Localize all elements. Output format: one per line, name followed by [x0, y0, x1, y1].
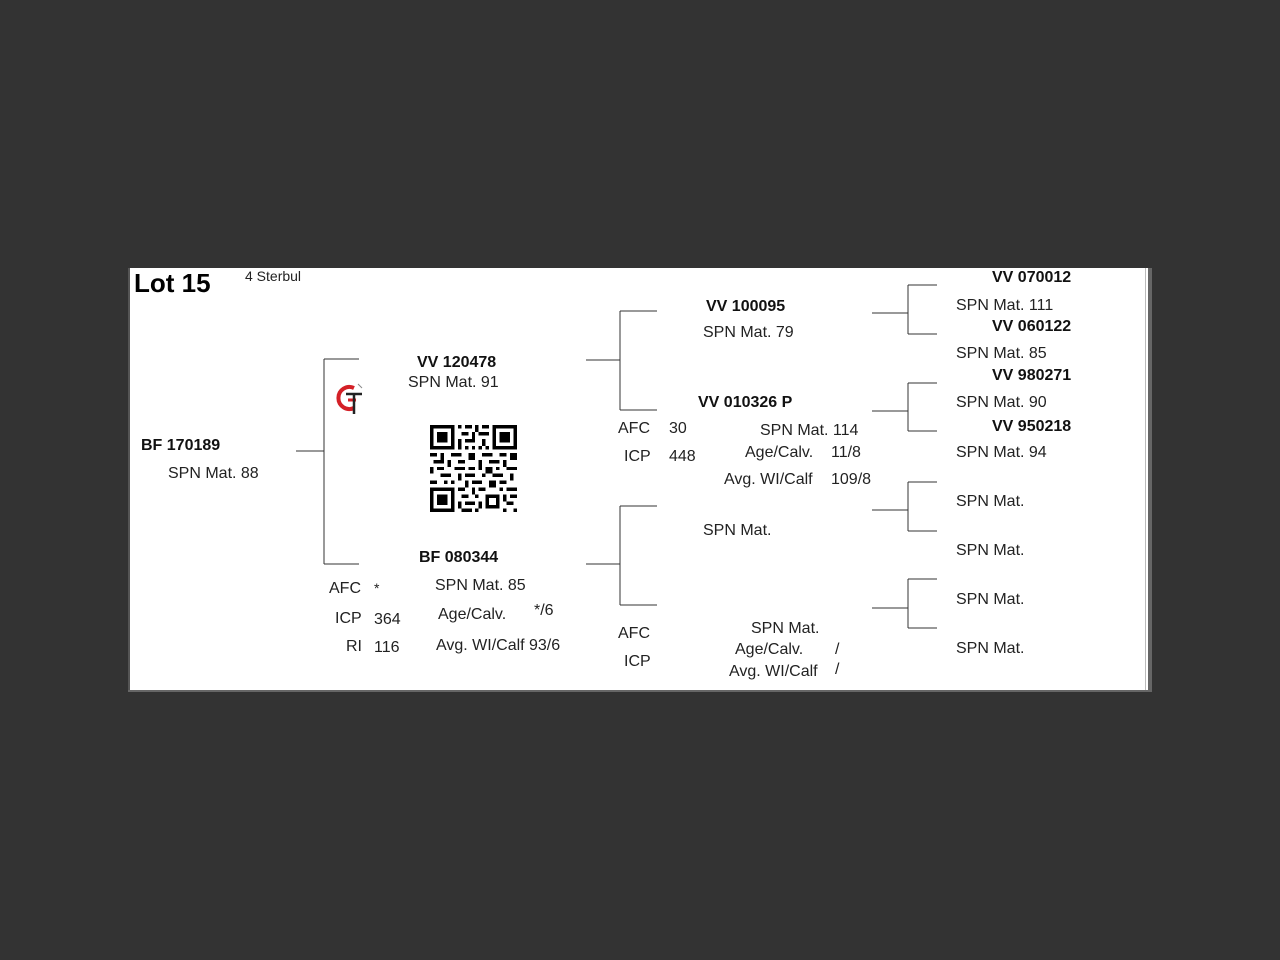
- dam-sire-spn: SPN Mat.: [703, 522, 772, 539]
- gen3-5-spn: SPN Mat.: [956, 493, 1025, 510]
- subject-id: BF 170189: [141, 437, 221, 454]
- gen3-4-spn: SPN Mat. 94: [956, 444, 1047, 461]
- gen3-2-id: VV 060122: [992, 318, 1072, 335]
- dam-ri-value: 116: [374, 639, 400, 656]
- dam-afc-label: AFC: [329, 580, 361, 597]
- dam-spn: SPN Mat. 85: [435, 577, 526, 594]
- gen3-3-id: VV 980271: [992, 367, 1072, 384]
- sire-dam-spn: SPN Mat. 114: [760, 422, 859, 439]
- page-border-left: [128, 268, 130, 692]
- gen3-1-id: VV 070012: [992, 269, 1072, 286]
- page-border-bottom: [128, 690, 1152, 692]
- gen3-8-spn: SPN Mat.: [956, 640, 1025, 657]
- sire-id: VV 120478: [417, 354, 497, 371]
- sire-sire-spn: SPN Mat. 79: [703, 324, 794, 341]
- gen3-4-id: VV 950218: [992, 418, 1072, 435]
- dam-age-calv-value: */6: [534, 602, 554, 619]
- dam-avg-label: Avg. WI/Calf: [436, 637, 525, 654]
- dam-icp-label: ICP: [335, 610, 362, 627]
- sire-dam-id: VV 010326 P: [698, 394, 793, 411]
- sire-dam-icp-label: ICP: [624, 448, 651, 465]
- qr-code-icon: [430, 425, 517, 512]
- lot-subtitle: 4 Sterbul: [245, 268, 302, 284]
- sire-dam-age-calv-value: 11/8: [831, 444, 861, 461]
- dam-afc-value: *: [374, 580, 380, 596]
- dam-dam-spn: SPN Mat.: [751, 620, 820, 637]
- dam-dam-avg-value: /: [835, 661, 840, 678]
- sire-dam-icp-value: 448: [669, 448, 696, 465]
- sire-spn: SPN Mat. 91: [408, 374, 499, 391]
- pedigree-lines: [296, 284, 937, 629]
- dam-id: BF 080344: [419, 549, 499, 566]
- dam-age-calv-label: Age/Calv.: [438, 606, 507, 623]
- sire-sire-id: VV 100095: [706, 298, 786, 315]
- gen3-2-spn: SPN Mat. 85: [956, 345, 1047, 362]
- dam-ri-label: RI: [346, 638, 362, 655]
- dam-icp-value: 364: [374, 611, 401, 628]
- page-border-right: [1148, 268, 1152, 692]
- dam-dam-age-calv-label: Age/Calv.: [735, 641, 804, 658]
- sire-dam-avg-label: Avg. WI/Calf: [724, 471, 813, 488]
- gen3-6-spn: SPN Mat.: [956, 542, 1025, 559]
- gt-logo-icon: [336, 383, 363, 414]
- gen3-1-spn: SPN Mat. 111: [956, 297, 1054, 314]
- sire-dam-afc-value: 30: [669, 420, 687, 437]
- page-border-right-inner: [1145, 268, 1146, 692]
- sire-dam-avg-value: 109/8: [831, 471, 872, 488]
- dam-dam-icp-label: ICP: [624, 653, 651, 670]
- dam-dam-avg-label: Avg. WI/Calf: [729, 663, 818, 680]
- dam-dam-age-calv-value: /: [835, 641, 840, 658]
- dam-avg-value: 93/6: [529, 637, 561, 654]
- sire-dam-afc-label: AFC: [618, 420, 650, 437]
- sire-dam-age-calv-label: Age/Calv.: [745, 444, 814, 461]
- dam-dam-afc-label: AFC: [618, 625, 650, 642]
- lot-title: Lot 15: [134, 268, 211, 298]
- pedigree-document: Lot 15 4 Sterbul BF 170189 SPN Mat. 88: [128, 268, 1152, 692]
- gen3-3-spn: SPN Mat. 90: [956, 394, 1047, 411]
- subject-spn: SPN Mat. 88: [168, 465, 259, 482]
- gen3-7-spn: SPN Mat.: [956, 591, 1025, 608]
